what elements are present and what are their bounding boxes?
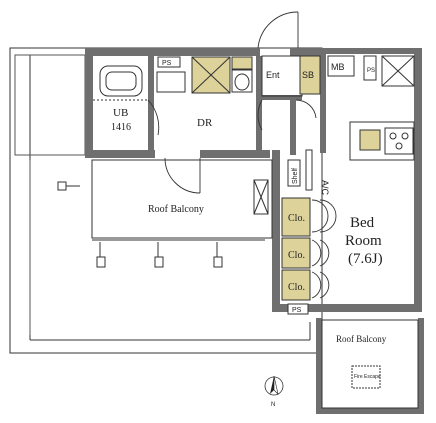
door-swings: [147, 11, 317, 194]
unit-bath: [93, 65, 148, 101]
mb-label: MB: [331, 62, 345, 72]
ac-unit: [305, 149, 313, 191]
fridge: [381, 55, 415, 87]
closet-label-3: Clo.: [288, 282, 305, 293]
north-label: N: [271, 402, 275, 408]
small-balcony-area: [321, 319, 419, 409]
main-balcony-area: [91, 159, 273, 239]
closet-label-2: Clo.: [288, 250, 305, 261]
bed-room-label: Bed: [350, 215, 375, 231]
dr-label: DR: [197, 117, 213, 129]
roof-balcony-main-label: Roof Balcony: [148, 204, 204, 215]
outdoor-units: [57, 179, 269, 215]
ub-label: UB: [113, 107, 128, 119]
walls: [85, 48, 424, 414]
left-roof-area: [14, 54, 86, 335]
sb-label: SB: [302, 70, 314, 80]
roof-balcony-small-label: Roof Balcony: [336, 334, 387, 344]
bed-room-label-2: Room: [345, 233, 382, 249]
washroom-fixtures: [156, 56, 253, 94]
closet-label-1: Clo.: [288, 213, 305, 224]
shoe-box: [299, 55, 321, 95]
closets: [281, 197, 311, 301]
ps-bottom-label: PS: [292, 307, 302, 314]
mb-box: [327, 55, 355, 77]
drain-fixtures: [96, 242, 223, 268]
ps-side-label: PS: [367, 68, 375, 74]
ent-label: Ent: [266, 70, 280, 80]
ps-bottom-box: [287, 303, 309, 315]
ps-top-label: PS: [162, 60, 172, 67]
ub-size-label: 1416: [111, 122, 131, 133]
ps-top-box: [157, 56, 181, 68]
bed-room-size-label: (7.6J): [348, 251, 383, 267]
shelf-label: Shelf: [292, 168, 299, 184]
north-arrow-icon: [264, 375, 284, 396]
shelf-box: [287, 159, 301, 187]
ac-label: A/C: [320, 180, 330, 196]
ps-side-box: [363, 55, 377, 81]
fire-escape-hatch: [351, 365, 381, 389]
fire-escape-label: Fire Escape: [354, 374, 381, 380]
kitchen: [349, 121, 415, 161]
closet-door-swings: [311, 199, 337, 299]
